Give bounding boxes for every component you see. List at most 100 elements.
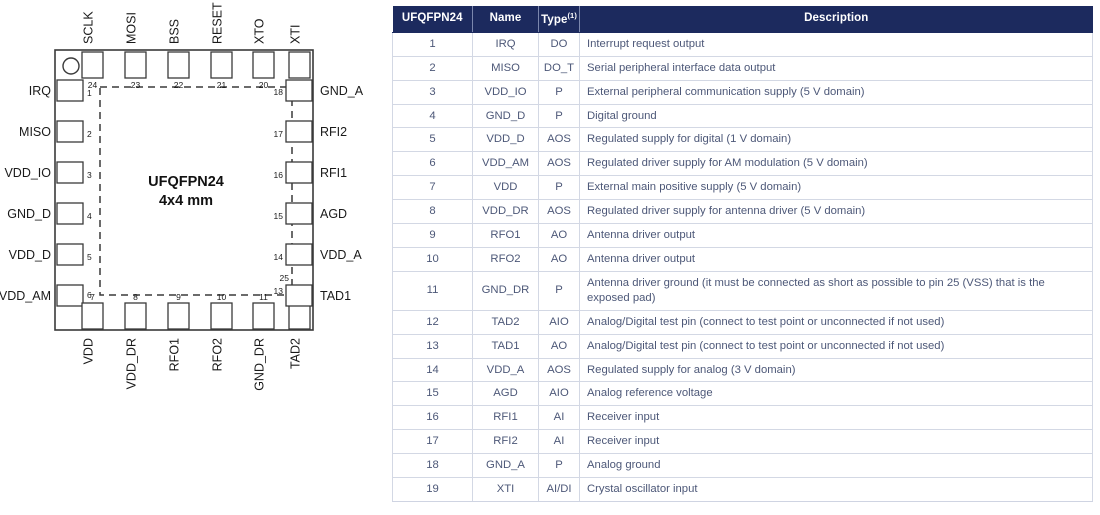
pin-label-tad1: TAD1 [320,289,351,303]
cell-signal-type: AI [538,405,580,431]
pin-pad-17 [285,120,313,143]
package-title-line2: 4x4 mm [159,193,213,209]
cell-signal-type: AI [538,429,580,455]
pin-label-agd: AGD [320,207,347,221]
cell-signal-type: P [538,175,580,201]
pin-number-8: 8 [133,292,138,302]
pin-label-vdd-d: VDD_D [9,248,51,262]
pin-pad-2 [56,120,84,143]
pinout-svg: 25 UFQFPN24 4x4 mm 24 SCLK 23 MOSI 22 BS… [0,2,364,391]
pin-pad-4 [56,202,84,225]
pin-number-13: 13 [274,286,284,296]
cell-pin-number: 1 [392,32,473,57]
cell-description: Antenna driver output [579,247,1093,272]
cell-signal-type: DO_T [538,56,580,81]
pin-label-vdd-dr: VDD_DR [125,338,139,389]
pin-pad-16 [285,161,313,184]
cell-signal-name: AGD [472,381,539,407]
exposed-pad-number: 25 [280,273,290,283]
pin-pad-21 [210,51,233,79]
pin-label-rfi1: RFI1 [320,166,347,180]
top-pins-group: 24 SCLK 23 MOSI 22 BSS 21 RESET 20 XTO 1… [81,2,311,90]
cell-description: Crystal oscillator input [579,477,1093,502]
pin-number-17: 17 [274,129,284,139]
pin-label-rfi2: RFI2 [320,125,347,139]
cell-signal-type: AIO [538,381,580,407]
cell-signal-type: P [538,104,580,129]
pin-pad-11 [252,302,275,330]
pin-number-22: 22 [174,80,184,90]
pin-pad-10 [210,302,233,330]
pin-number-10: 10 [217,292,227,302]
cell-pin-number: 17 [392,429,473,455]
cell-description: Regulated supply for analog (3 V domain) [579,358,1093,383]
pin-pad-19 [288,51,311,79]
cell-signal-name: GND_A [472,453,539,479]
cell-description: External main positive supply (5 V domai… [579,175,1093,201]
pin-number-23: 23 [131,80,141,90]
cell-signal-name: VDD_DR [472,199,539,225]
cell-description: Regulated driver supply for antenna driv… [579,199,1093,225]
pin-pad-9 [167,302,190,330]
right-pins-group: 18 GND_A 17 RFI2 16 RFI1 15 AGD 14 VDD_A… [274,79,364,307]
pin-pad-15 [285,202,313,225]
pin-label-vdd-am: VDD_AM [0,289,51,303]
cell-pin-number: 5 [392,127,473,153]
column-header-description: Description [579,6,1093,33]
cell-signal-name: GND_DR [472,271,539,311]
pin-label-sclk: SCLK [82,11,96,44]
pin-number-3: 3 [87,170,92,180]
cell-signal-name: RFO1 [472,223,539,248]
pin-label-miso: MISO [19,125,51,139]
package-pinout-diagram: 25 UFQFPN24 4x4 mm 24 SCLK 23 MOSI 22 BS… [0,0,388,515]
pin-number-11: 11 [259,292,268,302]
pin-label-gnd-d: GND_D [7,207,51,221]
cell-pin-number: 3 [392,80,473,105]
left-pins-group: 1 IRQ 2 MISO 3 VDD_IO 4 GND_D 5 VDD_D 6 … [0,79,92,307]
pin-number-16: 16 [274,170,284,180]
cell-signal-name: TAD1 [472,334,539,359]
cell-pin-number: 10 [392,247,473,272]
cell-description: Receiver input [579,429,1093,455]
cell-signal-name: GND_D [472,104,539,129]
pin-pad-1 [56,79,84,102]
pin-pad-8 [124,302,147,330]
pin-pad-23 [124,51,147,79]
pin-label-bss: BSS [168,19,182,44]
pin-pad-7 [81,302,104,330]
pin-number-7: 7 [90,292,95,302]
cell-signal-type: AOS [538,358,580,383]
cell-signal-name: VDD_IO [472,80,539,105]
pin-label-vdd-io: VDD_IO [4,166,51,180]
pin-pad-22 [167,51,190,79]
pin-number-21: 21 [217,80,227,90]
cell-signal-name: VDD_AM [472,151,539,177]
cell-pin-number: 15 [392,381,473,407]
package-body [54,49,314,331]
pin-pad-3 [56,161,84,184]
cell-description: Digital ground [579,104,1093,129]
cell-pin-number: 8 [392,199,473,225]
cell-description: Analog ground [579,453,1093,479]
pin-pad-24 [81,51,104,79]
pin-label-gnd-a: GND_A [320,84,364,98]
cell-description: Serial peripheral interface data output [579,56,1093,81]
cell-signal-name: XTI [472,477,539,502]
pin-pad-13 [285,284,313,307]
pin-number-14: 14 [274,252,284,262]
cell-description: Regulated driver supply for AM modulatio… [579,151,1093,177]
pin-number-5: 5 [87,252,92,262]
